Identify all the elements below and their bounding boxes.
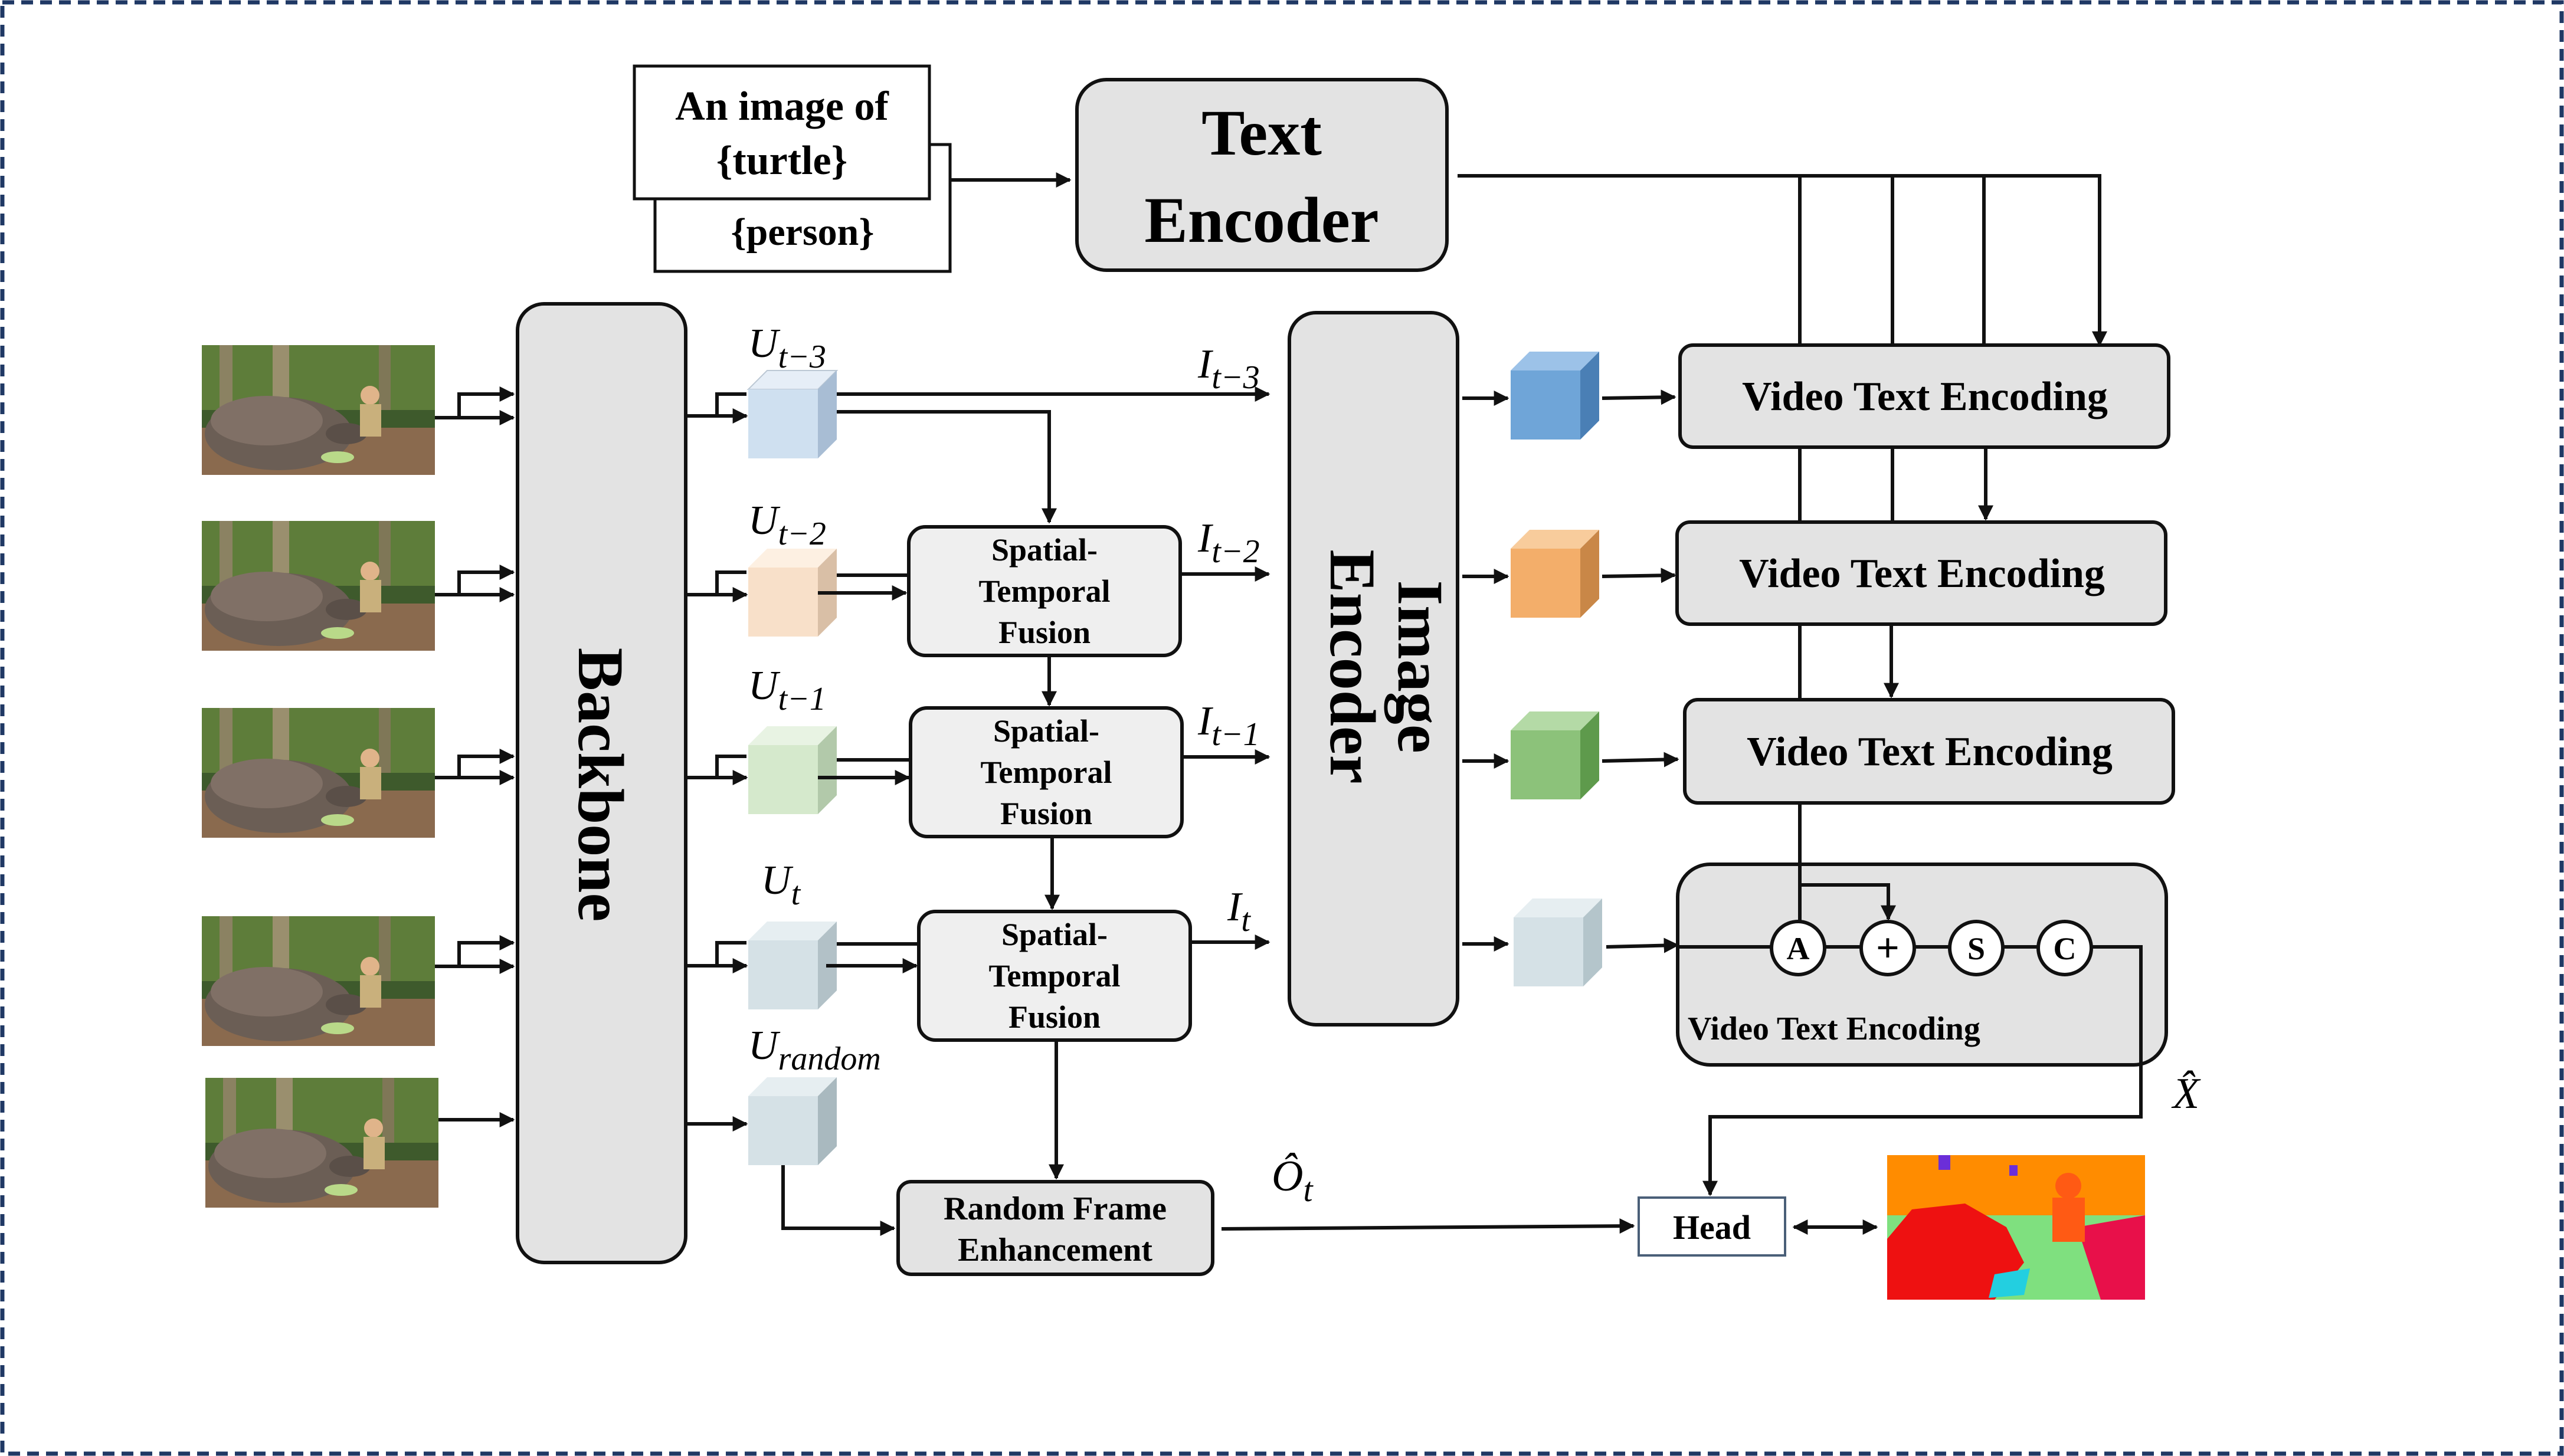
random-frame-enhancement-block: Random Frame Enhancement (896, 1180, 1214, 1276)
label-u-t2: Ut−2 (748, 498, 826, 552)
fusion2-line3: Fusion (1000, 796, 1092, 831)
prompt-front-line2: {turtle} (716, 138, 847, 183)
frame-to-backbone-arrows (435, 386, 515, 1127)
vte-block-3: Video Text Encoding (1683, 698, 2175, 805)
segmentation-output (1887, 1155, 2145, 1300)
op-c: C (2036, 920, 2093, 976)
vte-block-4: Video Text Encoding (1676, 863, 2168, 1067)
cube-u-random (748, 1077, 837, 1165)
image-encoder-block: Image Encoder (1288, 311, 1459, 1027)
encoder-to-cube-arrows (1462, 391, 1509, 952)
op-c-label: C (2054, 931, 2077, 966)
vte-block-2: Video Text Encoding (1675, 520, 2167, 626)
cube-encoded-t3 (1511, 352, 1599, 440)
fusion-block-1: Spatial- Temporal Fusion (907, 525, 1182, 657)
text-encoder-block: Text Encoder (1075, 78, 1449, 272)
video-frame-4 (202, 916, 435, 1046)
op-a-label: A (1787, 931, 1810, 966)
text-embedding-bus (1458, 174, 2107, 347)
random-frame-line1: Random Frame (944, 1191, 1167, 1227)
cube-encoded-t (1514, 898, 1602, 986)
image-encoder-line1: Image (1384, 580, 1456, 753)
fusion3-line2: Temporal (988, 958, 1120, 993)
fusion-chain-arrows (1042, 566, 1270, 1180)
fusion3-line3: Fusion (1008, 999, 1101, 1035)
label-i-t: It (1227, 884, 1251, 939)
head-block: Head (1638, 1196, 1786, 1257)
prompt-back-text: {person} (731, 211, 875, 254)
prompt-card-front: An image of {turtle} (633, 64, 931, 201)
cube-encoded-t1 (1511, 711, 1599, 799)
label-i-t1: It−1 (1197, 699, 1260, 753)
cube-to-vte-arrows (1602, 389, 1679, 953)
random-to-head-arrow (1221, 1218, 1635, 1234)
cube-u-t1 (748, 726, 837, 814)
label-i-t3: It−3 (1197, 342, 1260, 396)
x-hat-to-head-arrow (1702, 945, 2143, 1196)
video-frame-3 (202, 708, 435, 838)
fusion-block-3: Spatial- Temporal Fusion (917, 910, 1192, 1042)
text-encoder-line2: Encoder (1144, 184, 1378, 256)
label-u-t3: Ut−3 (748, 321, 826, 375)
fusion2-line2: Temporal (980, 755, 1112, 790)
op-a: A (1770, 920, 1826, 976)
fusion1-line1: Spatial- (991, 532, 1098, 568)
cube-u-t3 (746, 370, 839, 458)
cube-encoded-t2 (1511, 530, 1599, 618)
backbone-to-feature-arrows (687, 392, 748, 1132)
label-u-random: Urandom (748, 1023, 881, 1077)
backbone-label: Backbone (565, 648, 637, 922)
vte-interconnect-lines (1678, 447, 2037, 949)
vte3-label: Video Text Encoding (1747, 729, 2113, 775)
fusion-block-2: Spatial- Temporal Fusion (909, 706, 1184, 838)
op-s-label: S (1967, 931, 1985, 966)
op-plus: + (1859, 920, 1916, 976)
fusion2-line1: Spatial- (993, 713, 1099, 749)
image-encoder-line2: Encoder (1317, 549, 1389, 783)
cube-u-t (748, 922, 837, 1009)
vte-block-1: Video Text Encoding (1678, 343, 2170, 449)
video-frame-2 (202, 521, 435, 651)
video-frame-5 (205, 1078, 438, 1208)
label-i-t2: It−2 (1197, 516, 1260, 570)
prompt-front-line1: An image of (675, 84, 889, 129)
head-label: Head (1673, 1208, 1751, 1247)
vte4-label: Video Text Encoding (1688, 1011, 1980, 1047)
video-frame-1 (202, 345, 435, 475)
label-o-hat: Ôt (1272, 1152, 1314, 1209)
label-u-t1: Ut−1 (748, 663, 826, 717)
text-encoder-line1: Text (1201, 97, 1322, 169)
label-x-hat: X̂ (2171, 1070, 2201, 1118)
op-plus-label: + (1876, 926, 1900, 971)
fusion1-line2: Temporal (978, 573, 1110, 609)
vte2-label: Video Text Encoding (1739, 551, 2105, 596)
label-u-t: Ut (761, 858, 801, 912)
fusion3-line1: Spatial- (1001, 917, 1108, 952)
feature-flow-arrows (781, 386, 1270, 1236)
random-frame-line2: Enhancement (958, 1232, 1152, 1268)
fusion1-line3: Fusion (998, 615, 1091, 650)
backbone-block: Backbone (516, 302, 687, 1264)
cube-u-t2 (748, 549, 837, 637)
vte1-label: Video Text Encoding (1742, 374, 2108, 419)
op-s: S (1948, 920, 2005, 976)
